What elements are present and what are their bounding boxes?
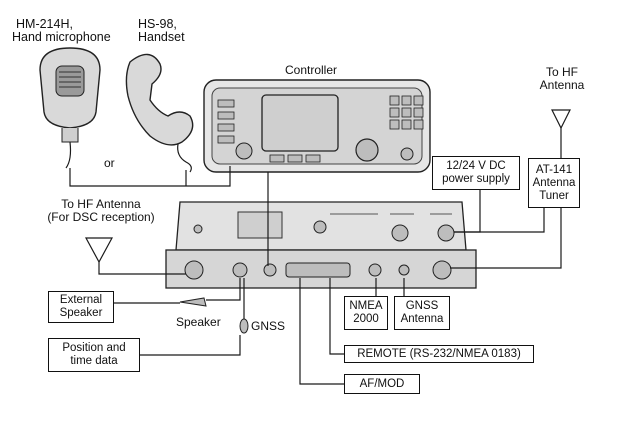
antenna-tuner-box: AT-141 Antenna Tuner [528, 158, 580, 208]
to-hf-antenna-dsc-label: To HF Antenna (For DSC reception) [34, 198, 168, 224]
controller-label: Controller [285, 63, 338, 77]
position-line-1: Position and [62, 342, 126, 354]
mic-desc-label: Hand microphone [12, 30, 111, 44]
or-label: or [104, 156, 115, 170]
power-supply-box: 12/24 V DC power supply [432, 156, 520, 190]
external-speaker-box: External Speaker [48, 291, 114, 323]
hand-microphone-icon [39, 47, 101, 169]
position-time-box: Position and time data [48, 338, 140, 372]
ext-speaker-line-1: External [59, 294, 103, 306]
to-hf-dsc-line-1: To HF Antenna [61, 197, 141, 211]
power-line-1: 12/24 V DC [446, 160, 506, 172]
remote-label: REMOTE (RS-232/NMEA 0183) [357, 347, 521, 360]
position-line-2: time data [70, 355, 118, 367]
speaker-label: Speaker [176, 315, 221, 329]
gnss-label: GNSS [251, 319, 286, 333]
nmea2000-box: NMEA 2000 [344, 296, 388, 330]
antenna-symbol-dsc [84, 237, 114, 264]
handset-desc-label: Handset [138, 30, 185, 44]
to-hf-antenna-top-label: To HF Antenna [536, 66, 588, 92]
to-hf-line-2: Antenna [539, 78, 585, 92]
controller-unit [203, 79, 431, 173]
wiring [69, 166, 562, 385]
afmod-box: AF/MOD [344, 374, 420, 394]
nmea-line-2: 2000 [353, 313, 379, 325]
handset-icon [125, 53, 194, 173]
antenna-symbol-tuner [551, 109, 571, 158]
gnss-ant-line-2: Antenna [400, 313, 444, 325]
ext-speaker-line-2: Speaker [59, 307, 103, 319]
to-hf-line-1: To HF [545, 65, 578, 79]
gnss-antenna-box: GNSS Antenna [394, 296, 450, 330]
to-hf-dsc-line-2: (For DSC reception) [47, 210, 155, 224]
power-line-2: power supply [442, 173, 510, 185]
afmod-label: AF/MOD [359, 377, 405, 390]
handset-model-label: HS-98, [138, 17, 177, 31]
gnss-ant-line-1: GNSS [405, 300, 439, 312]
tuner-line-2: Antenna [532, 176, 576, 189]
mic-model-label: HM-214H, [16, 17, 73, 31]
transceiver-unit [165, 201, 477, 289]
tuner-line-1: AT-141 [535, 163, 573, 176]
remote-box: REMOTE (RS-232/NMEA 0183) [344, 345, 534, 363]
tuner-line-3: Tuner [539, 189, 569, 202]
nmea-line-1: NMEA [349, 300, 383, 312]
